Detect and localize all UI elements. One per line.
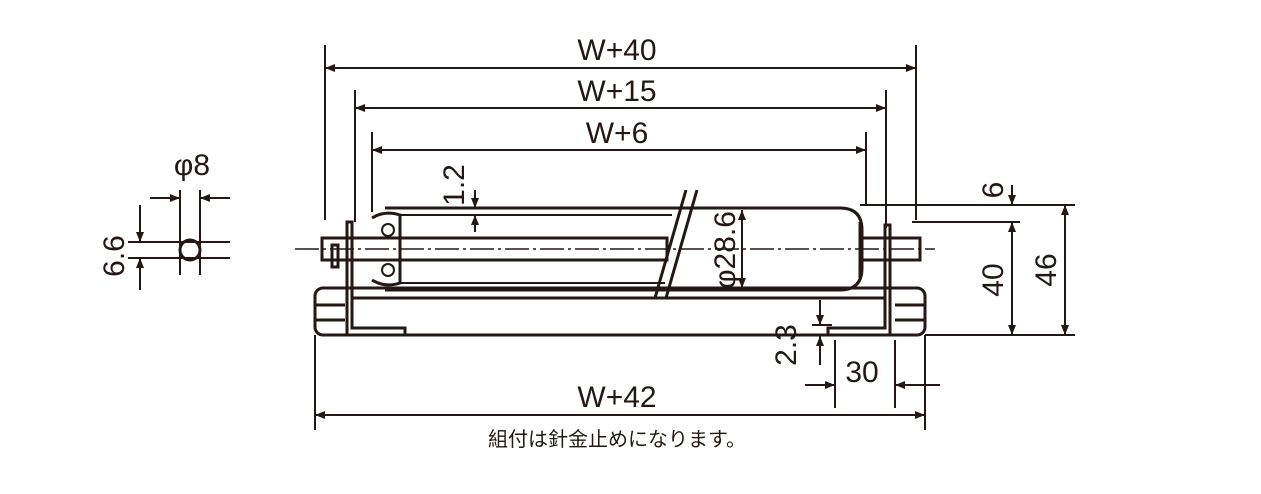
dim-2-3: 2.3 (770, 324, 803, 366)
dim-w6: W+6 (586, 117, 649, 150)
dim-w42: W+42 (577, 381, 656, 414)
dim-w40: W+40 (577, 34, 656, 67)
dim-30: 30 (845, 356, 878, 389)
dim-6: 6 (977, 182, 1010, 199)
extension-lines (314, 45, 1075, 430)
dimension-lines (315, 64, 1069, 419)
dim-w15: W+15 (577, 75, 656, 108)
frame-rail (313, 220, 927, 337)
dim-46: 46 (1030, 253, 1063, 286)
dim-6-6: 6.6 (98, 235, 131, 277)
roller (295, 189, 935, 299)
shaft-end-detail (128, 190, 230, 290)
dim-1-2: 1.2 (438, 164, 471, 206)
dim-40: 40 (977, 263, 1010, 296)
dim-d8: φ8 (174, 149, 210, 182)
assembly-note: 組付は針金止めになります。 (488, 428, 746, 451)
dim-d28-6: φ28.6 (709, 211, 742, 289)
